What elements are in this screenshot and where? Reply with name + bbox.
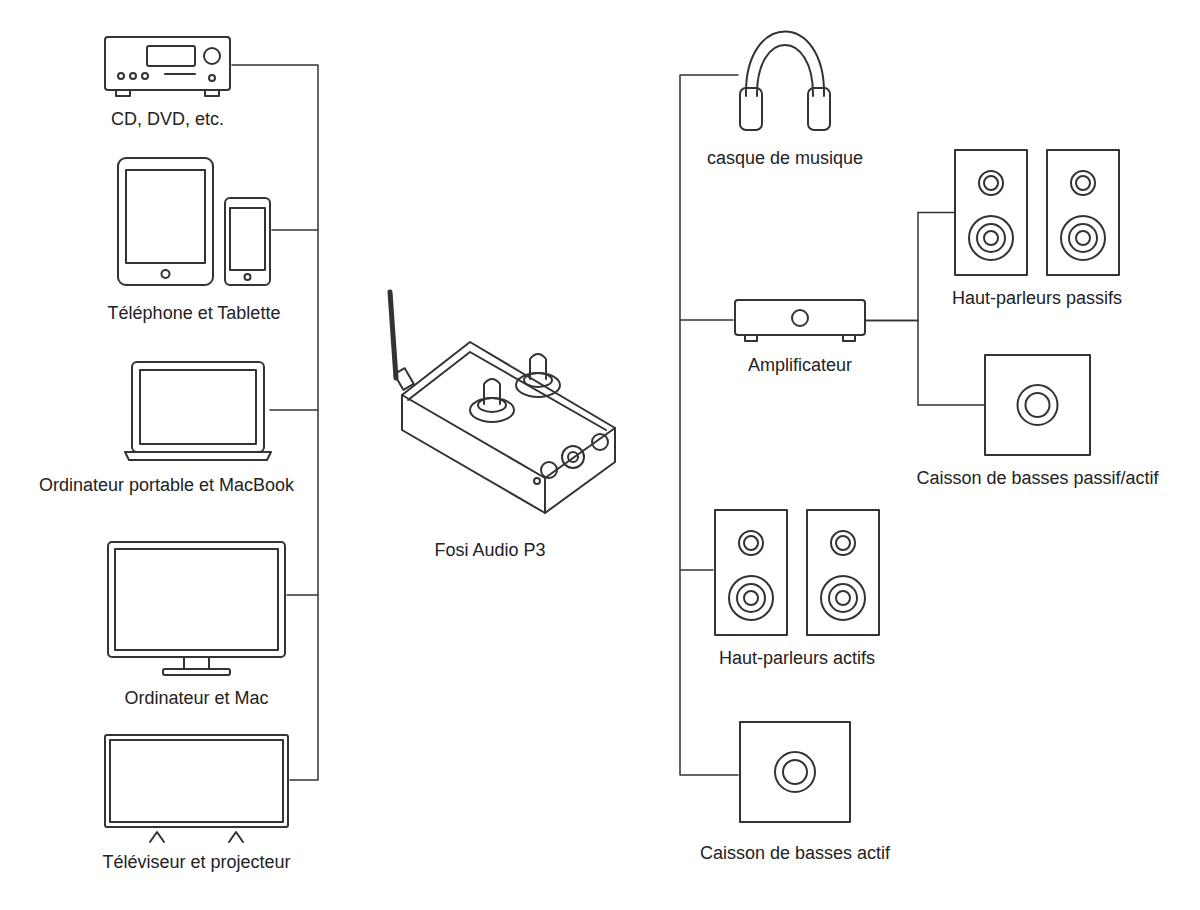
device-caption: Téléphone et Tablette: [108, 302, 281, 324]
source-bracket: [232, 65, 318, 780]
device-node: Haut-parleurs actifs: [715, 510, 879, 635]
subwoofer-icon: [985, 355, 1090, 455]
device-caption: Fosi Audio P3: [434, 539, 545, 561]
amplifier-icon: [735, 300, 865, 341]
device-caption: CD, DVD, etc.: [111, 108, 224, 130]
monitor-icon: [108, 542, 285, 675]
device-caption: Caisson de basses actif: [700, 842, 890, 864]
device-caption: Ordinateur et Mac: [124, 687, 268, 709]
connector-line: [865, 213, 955, 321]
device-caption: casque de musique: [707, 147, 863, 169]
device-caption: Amplificateur: [748, 354, 852, 376]
device-caption: Ordinateur portable et MacBook: [39, 474, 294, 496]
device-node: Caisson de basses passif/actif: [985, 355, 1090, 455]
device-node: Haut-parleurs passifs: [955, 150, 1119, 275]
device-caption: Téléviseur et projecteur: [102, 851, 290, 873]
laptop-icon: [125, 362, 271, 460]
device-node: Ordinateur et Mac: [108, 542, 285, 675]
device-node: Fosi Audio P3: [385, 255, 615, 513]
tv-icon: [105, 735, 288, 842]
device-caption: Caisson de basses passif/actif: [916, 467, 1158, 489]
passive-speakers-icon: [955, 150, 1119, 275]
device-node: CD, DVD, etc.: [105, 37, 230, 97]
device-caption: Haut-parleurs passifs: [952, 287, 1122, 309]
device-node: Caisson de basses actif: [740, 722, 850, 822]
device-node: Téléviseur et projecteur: [105, 735, 288, 835]
headphones-icon: [740, 32, 830, 131]
device-node: casque de musique: [740, 15, 830, 130]
connector-line: [865, 321, 985, 406]
device-node: Ordinateur portable et MacBook: [125, 360, 268, 460]
fosi-p3-device: [390, 292, 615, 513]
device-node: Téléphone et Tablette: [118, 158, 270, 285]
active-speakers-icon: [715, 510, 879, 635]
output-bracket: [680, 75, 738, 775]
cd-player-icon: [105, 37, 230, 96]
device-caption: Haut-parleurs actifs: [719, 647, 875, 669]
active-subwoofer-icon: [740, 722, 850, 822]
device-node: Amplificateur: [735, 300, 865, 341]
tablet-phone-icon: [118, 158, 270, 285]
